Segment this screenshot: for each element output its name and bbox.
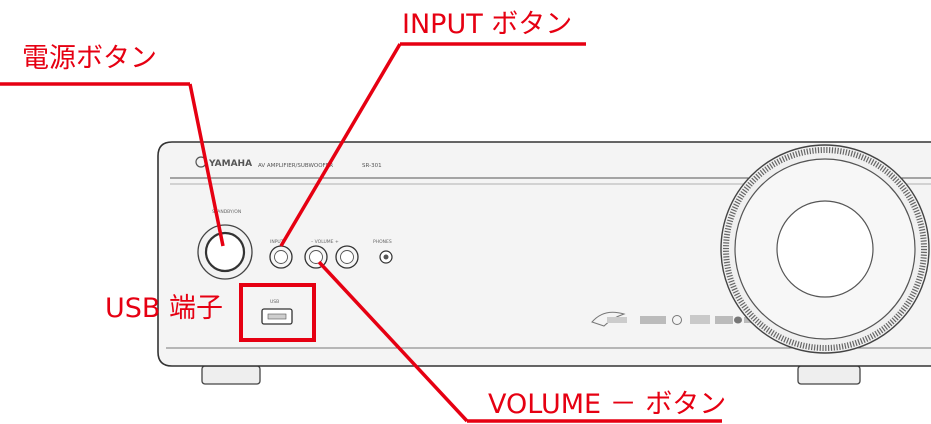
- phones-label-text: PHONES: [373, 239, 392, 245]
- model-line-text: AV AMPLIFIER/SUBWOOFER: [258, 163, 333, 169]
- logo-badge-3: [690, 315, 710, 324]
- right-foot: [797, 365, 861, 385]
- cinema-dsp-logo-icon: [591, 311, 626, 327]
- input-button-callout-label: INPUT ボタン: [402, 9, 573, 40]
- volume-leader-line: [317, 260, 469, 423]
- logo-badge-1: [607, 317, 627, 323]
- usb-highlight-box: [239, 283, 316, 342]
- left-foot: [201, 365, 261, 385]
- volume-knob-face: [776, 200, 874, 298]
- brand-text: YAMAHA: [208, 159, 252, 169]
- volume-knob[interactable]: [720, 144, 930, 354]
- usb-port-callout-label: USB 端子: [105, 293, 224, 324]
- callout-annotations: [0, 42, 722, 423]
- input-button-inner: [274, 250, 288, 264]
- volume-label-text: – VOLUME +: [311, 239, 339, 245]
- usb-label-text: USB: [270, 299, 279, 305]
- volume-down-callout-label: VOLUME － ボタン: [488, 389, 727, 420]
- model-code-text: SR-301: [362, 163, 382, 169]
- av-receiver-front-panel: YAMAHA AV AMPLIFIER/SUBWOOFER SR-301 STA…: [157, 141, 931, 385]
- volume-knob-knurl: [723, 147, 927, 351]
- power-button[interactable]: [204, 231, 246, 273]
- input-label-text: INPUT: [270, 239, 284, 245]
- logo-badge-4: [715, 316, 733, 324]
- phones-jack-hole: [383, 254, 389, 260]
- power-label-text: STANDBY/ON: [212, 209, 241, 215]
- hdmi-logo-icon: [640, 316, 666, 324]
- usb-port-slot: [267, 313, 287, 320]
- dts-logo-icon: [734, 316, 742, 324]
- power-button-callout-label: 電源ボタン: [22, 43, 157, 74]
- input-leader-line: [279, 43, 402, 247]
- volume-down-button-inner: [309, 250, 323, 264]
- volume-up-button-inner: [340, 250, 354, 264]
- compressed-music-logo-icon: [672, 315, 682, 325]
- power-leader-line: [188, 83, 225, 247]
